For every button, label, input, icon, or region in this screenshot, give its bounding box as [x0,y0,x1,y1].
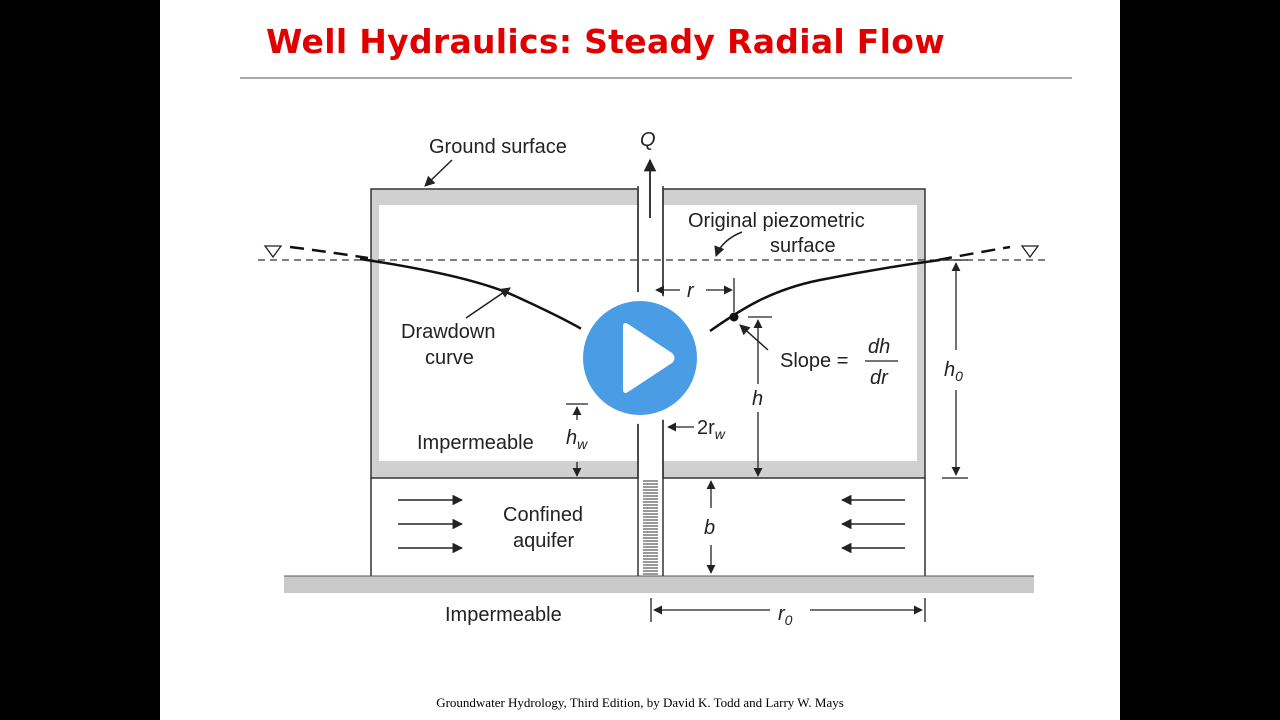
hw-label: hw [566,427,588,452]
slide-title: Well Hydraulics: Steady Radial Flow [266,22,946,61]
lower-impermeable-layer [284,576,1034,593]
discharge-label: Q [640,129,656,151]
water-level-symbol-left [263,245,283,259]
drawdown-curve-left-extension [289,245,369,260]
drawdown-curve-right-extension [937,245,1011,262]
citation: Groundwater Hydrology, Third Edition, by… [436,695,844,710]
slope-numerator: dh [868,336,890,358]
h0-label: h0 [944,359,963,384]
well-screen [643,480,658,575]
slope-label: Slope = [780,350,848,372]
impermeable-upper-label: Impermeable [417,432,534,454]
confined-aquifer-label-line1: Confined [503,504,583,526]
r0-label: r0 [778,603,793,628]
impermeable-lower-label: Impermeable [445,604,562,626]
drawdown-curve-right [709,258,941,333]
slope-point [729,312,739,322]
slope-pointer [739,324,769,351]
play-icon [623,323,675,393]
b-label: b [704,517,715,539]
slide: Well Hydraulics: Steady Radial Flow Q Gr… [160,0,1120,720]
two-rw-label: 2rw [697,417,726,442]
h-label: h [752,388,763,410]
ground-surface-label: Ground surface [429,136,567,158]
confined-aquifer-label-line2: aquifer [513,530,574,552]
play-button[interactable] [571,289,709,427]
original-piezometric-label-line2: surface [770,235,836,257]
slope-denominator: dr [870,367,889,389]
drawdown-label-line1: Drawdown [401,321,495,343]
r-label: r [687,280,695,302]
title-divider [240,77,1072,79]
drawdown-label-line2: curve [425,347,474,369]
ground-surface-pointer [424,159,453,187]
original-piezometric-label-line1: Original piezometric [688,210,865,232]
water-level-symbol-right [1020,245,1040,259]
drawdown-pointer [465,287,511,319]
original-piezometric-pointer [714,231,743,257]
